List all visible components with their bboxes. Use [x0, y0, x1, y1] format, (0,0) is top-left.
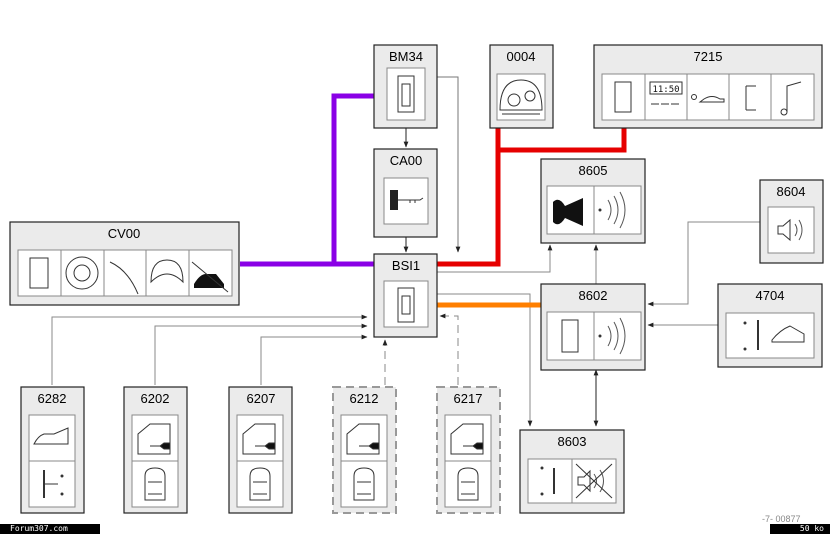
component-8605[interactable]: 8605: [540, 158, 646, 244]
component-bsi1[interactable]: BSI1: [373, 253, 438, 338]
label-0004: 0004: [507, 49, 536, 64]
ecu-icon: [561, 319, 579, 353]
clock-display-text: 11:50: [652, 85, 679, 95]
label-8603: 8603: [558, 434, 587, 449]
wheel-icon: [150, 259, 184, 284]
ignition-key-icon: [390, 190, 398, 210]
bus-purple-bm34: [331, 93, 374, 264]
muted-speaker-icon: [577, 469, 591, 493]
component-0004[interactable]: 0004: [489, 44, 554, 129]
horn-icon: [553, 198, 583, 226]
label-7215: 7215: [694, 49, 723, 64]
door-icon: [346, 423, 380, 455]
ecu-icon: [383, 280, 429, 328]
key-icon: [691, 94, 697, 100]
clock-display-icon: [649, 81, 683, 95]
footer-size: 50 ko: [770, 524, 830, 534]
label-ca00: CA00: [390, 153, 423, 168]
label-cv00: CV00: [108, 226, 141, 241]
thin-connections: [51, 76, 760, 427]
label-8604: 8604: [777, 184, 806, 199]
component-6212[interactable]: 6212: [332, 386, 397, 514]
speaker-icon: [777, 218, 791, 242]
door-lock-icon: [463, 442, 484, 450]
door-lock-icon: [359, 442, 380, 450]
label-4704: 4704: [756, 288, 785, 303]
car-lights-icon: [194, 274, 224, 288]
component-8603[interactable]: 8603: [519, 429, 625, 514]
door-icon: [745, 85, 756, 111]
ecu-icon: [614, 81, 632, 113]
door-lock-icon: [255, 442, 276, 450]
car-top-view-icon: [144, 467, 166, 501]
sound-waves-icon: [607, 317, 626, 355]
sound-waves-icon: [607, 191, 626, 229]
link-6282-bsi1: [51, 314, 368, 385]
label-8605: 8605: [579, 163, 608, 178]
ecu-icon: [29, 257, 49, 289]
link-8604-8602: [647, 221, 760, 307]
link-6202-bsi1: [154, 323, 368, 385]
reference-code: -7- 00877: [762, 514, 801, 524]
footer-site[interactable]: Forum307.com: [0, 524, 100, 534]
label-6282: 6282: [38, 391, 67, 406]
car-top-view-icon: [249, 467, 271, 501]
ecu-icon: [386, 67, 426, 121]
chip-icon: [397, 75, 415, 113]
component-4704[interactable]: 4704: [717, 283, 823, 368]
link-6217-bsi1: [439, 313, 459, 385]
label-6212: 6212: [350, 391, 379, 406]
component-6202[interactable]: 6202: [123, 386, 188, 514]
door-icon: [450, 423, 484, 455]
label-bsi1: BSI1: [392, 258, 420, 273]
label-6202: 6202: [141, 391, 170, 406]
bus-lines: [240, 93, 627, 308]
component-ca00[interactable]: CA00: [373, 148, 438, 238]
link-bsi1-8603: [437, 293, 533, 427]
label-6217: 6217: [454, 391, 483, 406]
steering-switch-icon: [65, 256, 99, 290]
link-6207-bsi1: [260, 334, 368, 385]
label-8602: 8602: [579, 288, 608, 303]
stalk-icon: [109, 261, 139, 295]
component-cv00[interactable]: CV00: [9, 221, 240, 306]
component-6282[interactable]: 6282: [20, 386, 85, 514]
component-6217[interactable]: 6217: [436, 386, 501, 514]
door-icon: [242, 423, 276, 455]
car-top-view-icon: [457, 467, 479, 501]
label-bm34: BM34: [389, 49, 423, 64]
component-6207[interactable]: 6207: [228, 386, 293, 514]
component-8604[interactable]: 8604: [759, 179, 824, 264]
component-7215[interactable]: 7215 11:50: [593, 44, 823, 129]
link-bsi1-8605: [437, 244, 553, 273]
door-icon: [137, 423, 171, 455]
car-icon: [698, 96, 725, 103]
car-top-view-icon: [353, 467, 375, 501]
door-lock-icon: [150, 442, 171, 450]
car-trunk-icon: [33, 427, 69, 445]
music-note-icon: [786, 81, 802, 112]
instrument-panel-icon: [496, 73, 546, 121]
component-8602[interactable]: 8602: [540, 283, 646, 371]
car-icon: [771, 325, 805, 343]
link-bm34-bsi1: [437, 76, 461, 253]
component-bm34[interactable]: BM34: [373, 44, 438, 129]
label-6207: 6207: [247, 391, 276, 406]
